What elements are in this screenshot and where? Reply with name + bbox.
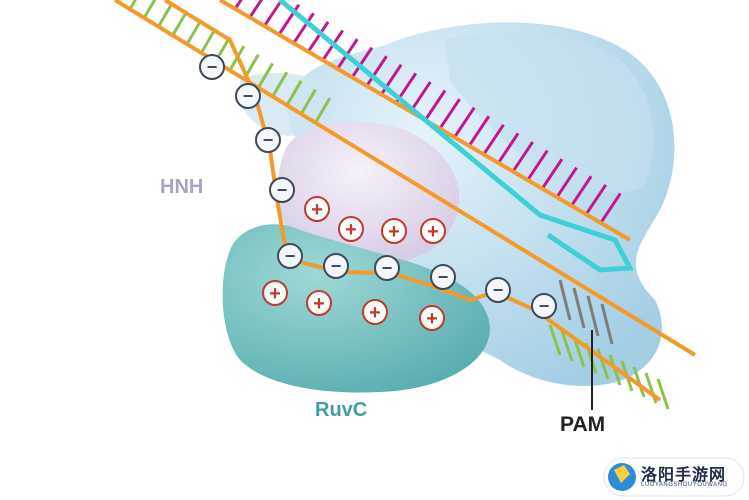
base-pair [157,1,174,28]
base-pair [572,336,586,368]
positive-charge: + [262,280,288,306]
negative-charge: − [485,277,511,303]
svg-text:+: + [426,308,438,330]
base-pair [128,0,137,10]
guide-rna [278,0,635,273]
svg-text:−: − [438,267,449,287]
base-pair [285,80,303,106]
base-pair [599,192,622,225]
positive-charge: + [306,290,332,316]
svg-text:+: + [369,302,381,324]
base-pair [511,141,534,173]
svg-text:+: + [388,221,400,243]
base-pair [596,348,610,380]
negative-charge: − [531,293,557,319]
base-pair [656,378,670,410]
base-pair [452,106,476,139]
svg-text:+: + [269,283,281,305]
base-pair [185,19,203,45]
base-pair [379,63,403,96]
negative-charge: − [430,264,456,290]
base-pair [632,366,646,398]
base-pair [548,324,562,356]
hnh-label: HNH [160,176,204,198]
watermark-title: 洛阳手游网 [641,467,727,484]
svg-text:+: + [313,293,325,315]
positive-charge: + [420,218,446,244]
svg-text:−: − [243,86,254,106]
pam-base-pair [586,295,600,337]
positive-charge: + [304,196,330,222]
negative-charge: − [374,255,400,281]
base-pair [496,132,520,165]
negative-charge: − [269,177,295,203]
base-pair [365,55,388,88]
watermark-subtitle: LUOYANGSHOUYOUWANG [641,482,728,488]
positive-charge: + [362,299,388,325]
base-pair [306,21,330,53]
base-pair [200,27,217,54]
base-pair [171,10,189,36]
base-pair [314,97,332,124]
base-pair [526,149,549,182]
pam-label: PAM [560,413,606,436]
negative-charge: − [235,83,261,109]
base-pair [350,46,374,79]
base-pair [248,0,264,19]
pam-base-pair [572,287,586,329]
base-pair [569,175,593,208]
rec-lobe-upper [445,31,653,193]
positive-charge: + [338,216,364,242]
svg-text:−: − [277,180,288,200]
base-pair [257,62,274,89]
pam-base-pair [558,279,572,321]
base-pair [142,0,157,19]
svg-text:−: − [539,296,550,316]
base-pair [555,166,578,199]
svg-text:−: − [263,130,274,150]
negative-charge: − [255,127,281,153]
base-pair [482,123,505,156]
base-pair [467,115,491,148]
svg-text:−: − [285,246,296,266]
ruvc-label: RuvC [315,399,368,421]
base-pair [271,71,289,97]
positive-charge: + [419,305,445,331]
negative-charge: − [277,243,303,269]
charges: −−−−−−−−−−++++++++ [199,54,557,331]
negative-charge: − [199,54,225,80]
svg-text:−: − [382,258,393,278]
svg-text:−: − [331,256,342,276]
base-pair [438,98,461,130]
positive-charge: + [381,218,407,244]
base-pair [560,330,574,362]
svg-text:+: + [311,199,323,221]
svg-text:−: − [493,280,504,300]
negative-charge: − [323,253,349,279]
base-pair [409,81,432,113]
pam-base-pair [600,303,614,345]
hnh-domain [277,121,460,266]
base-pair [423,89,447,122]
svg-text:−: − [207,57,218,77]
base-pair [233,0,243,10]
svg-text:+: + [427,221,439,243]
svg-text:+: + [345,219,357,241]
base-pair [292,12,315,45]
base-pair [300,88,317,115]
base-pair [540,158,564,190]
base-pair [584,184,608,216]
watermark-logo [603,457,745,497]
